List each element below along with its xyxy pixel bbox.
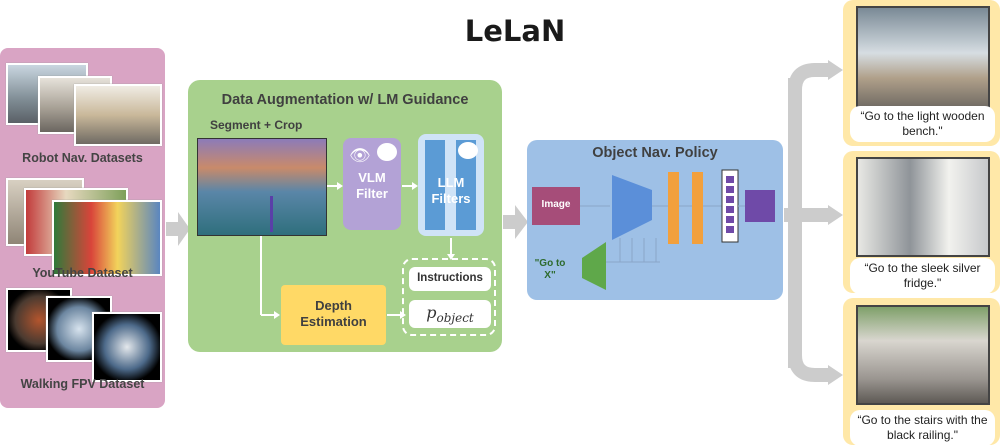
vlm-filter-label: VLM Filter: [356, 170, 388, 201]
image-input-box: [532, 187, 580, 225]
llm-filter-bar-1: [425, 140, 445, 230]
image-input-label: Image: [541, 199, 571, 210]
outputs-dashed-box: [402, 258, 496, 336]
example-image-2: [856, 157, 990, 257]
example-caption-3: “Go to the stairs with the black railing…: [850, 410, 995, 446]
speech-bubble-icon: [458, 142, 478, 159]
image-encoder: [612, 175, 652, 240]
robot-datasets-label: Robot Nav. Datasets: [22, 151, 143, 165]
example-caption-2: “Go to the sleek silver fridge.": [850, 258, 995, 294]
youtube-dataset-label: YouTube Dataset: [32, 266, 133, 280]
instructions-label: Instructions: [417, 272, 483, 284]
llm-filter-bar-2: [456, 140, 476, 230]
eye-icon: 👁: [349, 146, 371, 165]
datasets-panel: Robot Nav. Datasets YouTube Dataset Walk…: [0, 48, 165, 408]
page-title: LeLaN: [464, 14, 566, 48]
text-encoder: [582, 242, 606, 290]
depth-estimation-label: Depth Estimation: [300, 298, 367, 329]
segmented-image: [197, 138, 327, 236]
example-image-3: [856, 305, 990, 405]
orange-layer-1: [668, 172, 679, 244]
youtube-thumb-3: [52, 200, 162, 276]
orange-layer-2: [692, 172, 703, 244]
crop-marker: [270, 196, 273, 232]
policy-title: Object Nav. Policy: [592, 145, 718, 161]
output-block: [745, 190, 775, 222]
augmentation-title: Data Augmentation w/ LM Guidance: [221, 92, 469, 108]
robot-thumb-3: [74, 84, 162, 146]
p-object-symbol: p: [426, 303, 437, 322]
p-object-label: pobject: [409, 303, 491, 325]
instruction-input-label: "Go to X": [534, 258, 566, 281]
p-object-box: [409, 300, 491, 328]
instructions-box: [409, 267, 491, 291]
example-caption-1: “Go to the light wooden bench.": [850, 106, 995, 142]
segment-crop-label: Segment + Crop: [210, 118, 303, 132]
walking-thumb-3: [92, 312, 162, 382]
example-image-1: [856, 6, 990, 110]
p-object-subscript: object: [436, 311, 474, 326]
llm-filters-label: LLM Filters: [431, 175, 471, 206]
walking-dataset-label: Walking FPV Dataset: [20, 377, 145, 391]
depth-estimation-box: [281, 285, 386, 345]
speech-bubble-icon: [377, 143, 397, 161]
